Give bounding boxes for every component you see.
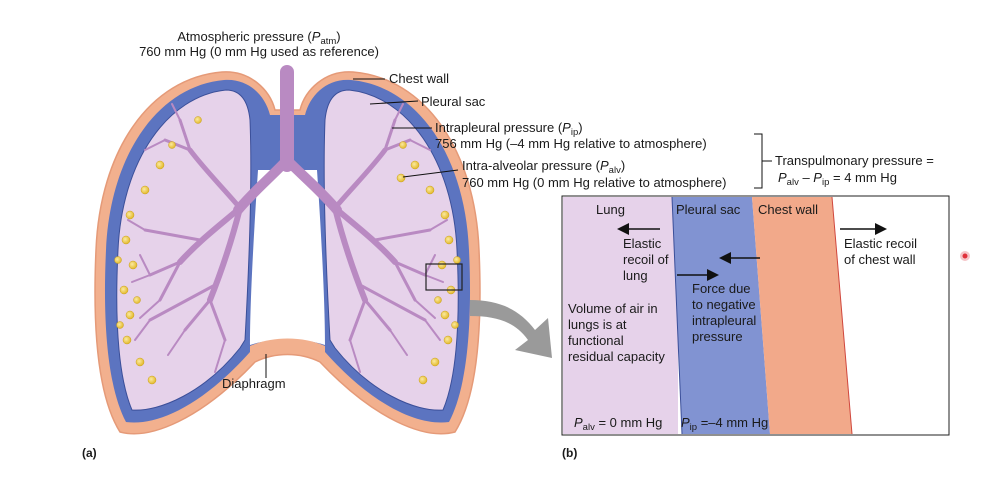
text-elastic-chest-2: of chest wall [844, 252, 916, 267]
panel-b-arrows [617, 223, 887, 281]
label-diaphragm: Diaphragm [222, 376, 286, 391]
label-chest-wall: Chest wall [389, 71, 449, 86]
text-palv: Palv = 0 mm Hg [574, 415, 662, 433]
label-transpulmonary-title: Transpulmonary pressure = [775, 153, 934, 168]
text-volume-3: functional [568, 333, 624, 348]
header-chest-wall: Chest wall [758, 202, 818, 217]
airway-tree [127, 65, 448, 373]
label-intrapleural-value: 756 mm Hg (–4 mm Hg relative to atmosphe… [435, 136, 707, 151]
cursor-indicator [960, 251, 970, 261]
zoom-region-box [425, 263, 463, 291]
lung-layer [563, 197, 678, 434]
header-pleural-sac: Pleural sac [676, 202, 741, 217]
pleural-layer [672, 197, 770, 434]
panel-b-layers [561, 195, 950, 436]
atmospheric-pressure-value: 760 mm Hg (0 mm Hg used as reference) [139, 44, 379, 59]
zoom-arrow [470, 300, 552, 358]
text-elastic-chest-1: Elastic recoil [844, 236, 917, 251]
atmospheric-pressure-title: Atmospheric pressure (Patm) [177, 29, 340, 47]
label-intrapleural-title: Intrapleural pressure (Pip) [435, 120, 583, 138]
alveoli-clusters [114, 116, 461, 385]
chest-wall-layer [752, 197, 852, 434]
text-elastic-lung-2: recoil of [623, 252, 669, 267]
label-transpulmonary-formula: Palv – Pip = 4 mm Hg [778, 170, 897, 188]
text-force-1: Force due [692, 281, 751, 296]
text-volume-2: lungs is at [568, 317, 627, 332]
left-lung [116, 89, 252, 411]
header-lung: Lung [596, 202, 625, 217]
text-elastic-lung-1: Elastic [623, 236, 662, 251]
mediastinum [250, 170, 325, 345]
label-pleural-sac: Pleural sac [421, 94, 486, 109]
label-intraalveolar-value: 760 mm Hg (0 mm Hg relative to atmospher… [462, 175, 726, 190]
thorax-illustration [94, 65, 481, 435]
panel-b-letter: (b) [562, 446, 577, 460]
text-force-4: pressure [692, 329, 743, 344]
text-force-2: to negative [692, 297, 756, 312]
panel-a-letter: (a) [82, 446, 97, 460]
right-lung [323, 89, 459, 411]
label-intraalveolar-title: Intra-alveolar pressure (Palv) [462, 158, 625, 176]
text-force-3: intrapleural [692, 313, 756, 328]
text-pip: Pip =–4 mm Hg [681, 415, 768, 433]
leader-lines [265, 78, 772, 378]
text-elastic-lung-3: lung [623, 268, 648, 283]
text-volume-4: residual capacity [568, 349, 665, 364]
text-volume-1: Volume of air in [568, 301, 658, 316]
diaphragm-shape [250, 338, 325, 354]
